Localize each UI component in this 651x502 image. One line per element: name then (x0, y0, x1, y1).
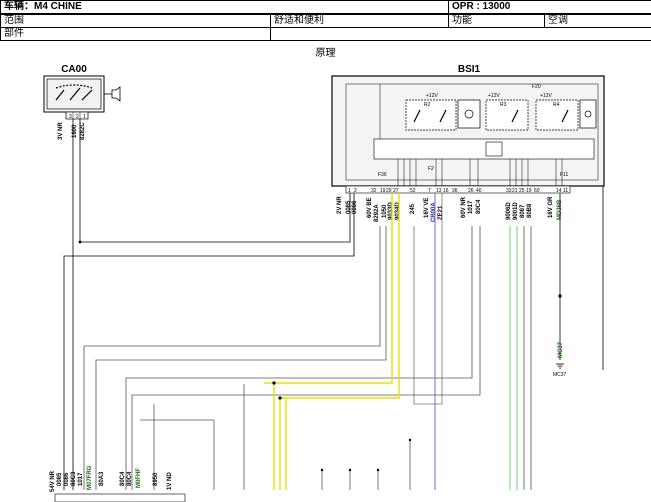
svg-text:1: 1 (348, 188, 351, 194)
fuse-label: F11 (560, 172, 568, 178)
bsi-wire: 1017 (468, 200, 474, 214)
ca00-pin: 3 (69, 114, 72, 120)
svg-text:26: 26 (468, 188, 474, 194)
ground-wire: MC37 (558, 341, 564, 358)
relay-label: R4 (553, 102, 560, 108)
supply-label: +12V (540, 93, 552, 99)
bsi-wire: 8292A (374, 204, 380, 222)
ca00-pin: 1 (83, 114, 86, 120)
bsi-pins: 1 2 32 19 29 27 52 7 13 16 36 26 40 33 2… (348, 188, 568, 194)
bottom-wire: 80C4 (120, 471, 126, 486)
svg-text:32: 32 (371, 188, 377, 194)
bsi-wire: 9034D (395, 202, 401, 220)
bsi-wire: 1050 (382, 204, 388, 218)
svg-text:40: 40 (476, 188, 482, 194)
bsi-wire: 0086 (352, 200, 358, 214)
wire-bundle (63, 119, 604, 490)
bsi-wire: 9033D (388, 202, 394, 220)
bottom-connector-label: 54V NR (50, 470, 56, 492)
bottom-wire: 0085 (57, 472, 63, 486)
bottom-wire: 8950 (153, 472, 159, 486)
ca00-title: CA00 (61, 64, 87, 75)
svg-text:29: 29 (386, 188, 392, 194)
bsi-connector-label: 16V GR (548, 196, 554, 218)
bsi-wire: 245 (410, 203, 416, 214)
bottom-wire: M07FRG (87, 465, 93, 490)
relay-r4 (535, 99, 597, 131)
relay-r2 (405, 99, 481, 131)
ground-icon (556, 363, 564, 369)
vehicle-label: 车辆：M4 CHINE (0, 0, 449, 14)
svg-text:21: 21 (512, 188, 518, 194)
ca00-switch (55, 84, 93, 101)
bottom-wire: 80A3 (99, 471, 105, 486)
ca00-connector-label: 3V NR (58, 122, 64, 140)
svg-text:36: 36 (452, 188, 458, 194)
ca00-wire: 1600 (72, 124, 78, 138)
bsi-connector-label: 2V NR (337, 196, 343, 214)
svg-text:60: 60 (534, 188, 540, 194)
svg-text:52: 52 (410, 188, 416, 194)
ground-label: MC37 (553, 372, 567, 378)
bsi1-box (331, 75, 605, 187)
bsi-connector-label: 16V VE (424, 198, 430, 218)
supply-label: +12V (426, 93, 438, 99)
bottom-wire: 80C4 (127, 471, 133, 486)
bottom-wire: 0086 (64, 472, 70, 486)
svg-text:19: 19 (380, 188, 386, 194)
svg-text:33: 33 (506, 188, 512, 194)
header-table: 车辆：M4 CHINE OPR : 13000 范围 舒适和便利 功能 空调 部… (0, 0, 651, 45)
fuse-label: F20 (532, 84, 541, 90)
bottom-wire: 1017 (78, 472, 84, 486)
relay-label: R3 (500, 102, 507, 108)
bsi-wire: CB00A (431, 202, 437, 222)
bsi-wire: 8087 (520, 204, 526, 218)
relay-label: R2 (424, 102, 431, 108)
bsi-wire: 80C4 (476, 199, 482, 214)
opr-label: OPR : 13000 (448, 0, 651, 14)
ca00-pin: 2 (76, 114, 79, 120)
bottom-connector-label: 1V ND (167, 472, 173, 490)
diagram-title: 原理 (315, 48, 336, 59)
bottom-wire: 80C3 (71, 471, 77, 486)
svg-text:13: 13 (436, 188, 442, 194)
svg-text:27: 27 (393, 188, 399, 194)
svg-text:19: 19 (526, 188, 532, 194)
bsi-wire: ZE21 (438, 205, 444, 220)
fuse-label: F36 (378, 172, 387, 178)
svg-text:16: 16 (443, 188, 449, 194)
supply-label: +12V (488, 93, 500, 99)
svg-text:25: 25 (519, 188, 525, 194)
bsi-wire: 9006D (506, 202, 512, 220)
svg-text:14: 14 (556, 188, 562, 194)
svg-text:11: 11 (563, 188, 568, 194)
bsi-wire: 0085 (346, 200, 352, 214)
ca00-wire: 8282C (80, 122, 86, 140)
svg-text:7: 7 (428, 188, 431, 194)
bsi1-title: BSI1 (458, 64, 481, 75)
relay-r3 (485, 99, 529, 131)
bsi-connector-label: 60V NR (461, 196, 467, 218)
horn-icon (104, 86, 121, 102)
bsi-wire: 80B8 (527, 203, 533, 218)
svg-text:2: 2 (354, 188, 357, 194)
bottom-wire: M0FHF (136, 468, 142, 488)
part-label: 部件 (0, 27, 271, 41)
fuse-label: F2 (428, 166, 434, 172)
bsi-wire: 9001D (513, 202, 519, 220)
bsi-connector-label: 60V BE (367, 197, 373, 218)
